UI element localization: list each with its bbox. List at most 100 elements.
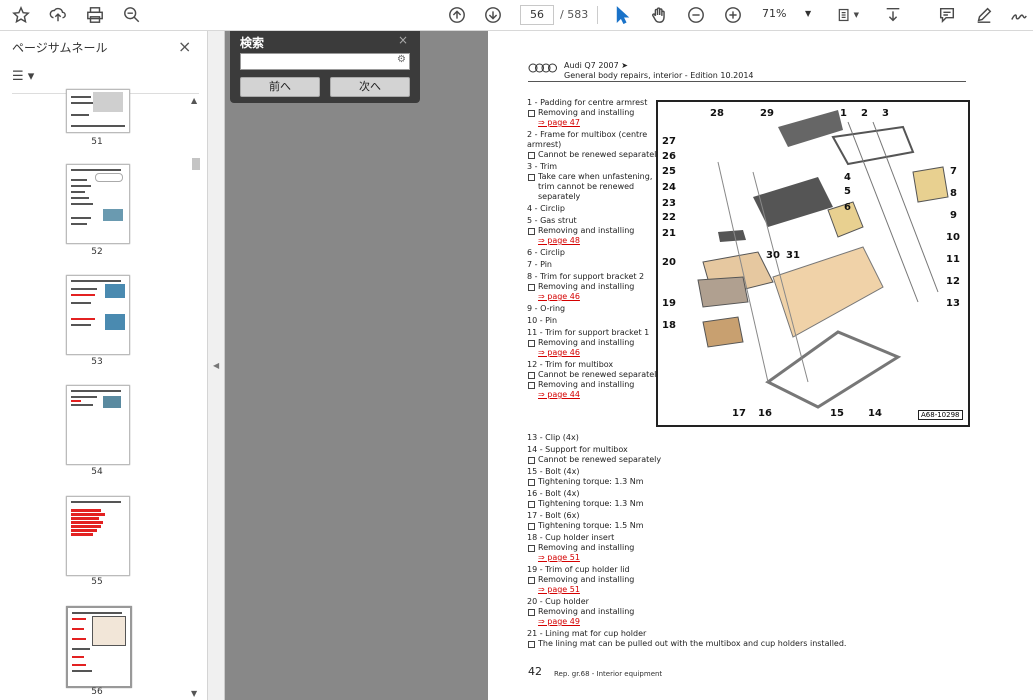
print-icon[interactable] [84, 4, 106, 26]
note-text: Removing and installing [538, 607, 635, 616]
page-thumbnail-current[interactable] [66, 606, 132, 688]
page-up-icon[interactable] [446, 4, 468, 26]
note-text: Removing and installing [538, 226, 635, 235]
list-item-note: Cannot be renewed separately [527, 150, 667, 160]
zoom-out-icon[interactable] [685, 4, 707, 26]
list-item-title: 21 - Lining mat for cup holder [527, 629, 647, 638]
pen-icon[interactable] [973, 4, 995, 26]
list-item-title: 9 - O-ring [527, 304, 566, 313]
list-item-note: Cannot be renewed separately [527, 370, 667, 380]
page-thumbnail[interactable] [66, 89, 130, 133]
list-item-note: Take care when unfastening, trim cannot … [527, 172, 667, 202]
hand-icon[interactable] [648, 4, 670, 26]
scroll-down-icon[interactable]: ▼ [191, 689, 198, 698]
note-text: The lining mat can be pulled out with th… [538, 639, 847, 648]
figure-label: 20 [662, 257, 676, 268]
figure-label: 19 [662, 298, 676, 309]
page-link[interactable]: ⇒ page 49 [538, 617, 580, 626]
figure-label: 26 [662, 151, 676, 162]
figure-label: 21 [662, 228, 676, 239]
list-item-title: 2 - Frame for multibox (centre armrest) [527, 130, 648, 149]
list-item-title: 16 - Bolt (4x) [527, 489, 580, 498]
note-text: Removing and installing [538, 575, 635, 584]
list-item: 17 - Bolt (6x)Tightening torque: 1.5 Nm [527, 511, 927, 531]
sign-icon[interactable] [1008, 4, 1030, 26]
page-link[interactable]: ⇒ page 47 [538, 118, 580, 127]
figure-label: 2 [861, 108, 868, 119]
select-cursor-icon[interactable] [611, 4, 633, 26]
collapse-arrow-icon[interactable]: ◀ [213, 361, 220, 370]
list-item: 10 - Pin [527, 316, 667, 326]
page-down-icon[interactable] [482, 4, 504, 26]
figure-label: 5 [844, 186, 851, 197]
list-item-title: 10 - Pin [527, 316, 558, 325]
list-item-note: Removing and installing⇒ page 49 [527, 607, 927, 627]
page-link[interactable]: ⇒ page 46 [538, 292, 580, 301]
list-item-note: Removing and installing⇒ page 48 [527, 226, 667, 246]
search-next-button[interactable]: 次へ [330, 77, 410, 97]
star-icon[interactable] [10, 4, 32, 26]
page-thumbnail[interactable] [66, 385, 130, 465]
page-link[interactable]: ⇒ page 48 [538, 236, 580, 245]
thumbnail-options-button[interactable]: ☰ ▾ [12, 69, 35, 84]
zoom-in-icon[interactable] [722, 4, 744, 26]
list-item-title: 12 - Trim for multibox [527, 360, 614, 369]
comment-icon[interactable] [936, 4, 958, 26]
thumbnail-page-number: 52 [91, 247, 103, 257]
search-panel: 検索 × ⚙ 前へ 次へ [230, 31, 420, 103]
page-thumbnail[interactable] [66, 164, 130, 244]
list-item-note: Removing and installing⇒ page 44 [527, 380, 667, 400]
list-item-note: Removing and installing⇒ page 47 [527, 108, 667, 128]
search-prev-button[interactable]: 前へ [240, 77, 320, 97]
zoom-search-icon[interactable] [121, 4, 143, 26]
list-item-title: 13 - Clip (4x) [527, 433, 579, 442]
page-link[interactable]: ⇒ page 51 [538, 553, 580, 562]
list-item-note: Removing and installing⇒ page 51 [527, 543, 927, 563]
figure-label: 29 [760, 108, 774, 119]
list-item: 7 - Pin [527, 260, 667, 270]
list-item-note: Tightening torque: 1.3 Nm [527, 499, 927, 509]
note-text: Tightening torque: 1.5 Nm [538, 521, 644, 530]
page-link[interactable]: ⇒ page 51 [538, 585, 580, 594]
page-thumbnail[interactable] [66, 496, 130, 576]
thumbnail-page-number: 51 [91, 137, 103, 147]
page-thumbnail[interactable] [66, 275, 130, 355]
zoom-select[interactable]: 71%▼ [762, 5, 817, 23]
document-subtitle: General body repairs, interior - Edition… [564, 71, 754, 80]
search-input[interactable]: ⚙ [240, 53, 410, 70]
page-header: Audi Q7 2007 ➤ General body repairs, int… [528, 61, 966, 82]
note-text: Removing and installing [538, 543, 635, 552]
note-text: Removing and installing [538, 380, 635, 389]
sidebar-scrollbar[interactable]: ▲ ▼ [190, 96, 202, 700]
list-item-note: Tightening torque: 1.3 Nm [527, 477, 927, 487]
gear-icon[interactable]: ⚙ [397, 54, 406, 65]
page-number-input[interactable]: 56 [520, 5, 554, 25]
close-icon[interactable]: × [398, 33, 409, 47]
scroll-mode-icon[interactable] [882, 4, 904, 26]
scroll-up-icon[interactable]: ▲ [191, 96, 198, 105]
sidebar-title: ページサムネール [12, 41, 108, 55]
thumbnail-page-number: 54 [91, 467, 103, 477]
list-item-title: 5 - Gas strut [527, 216, 577, 225]
figure-label: 16 [758, 408, 772, 419]
page-link[interactable]: ⇒ page 44 [538, 390, 580, 399]
page-link[interactable]: ⇒ page 46 [538, 348, 580, 357]
scrollbar-thumb[interactable] [192, 158, 200, 170]
close-icon[interactable]: × [178, 37, 192, 56]
zoom-value: 71% [762, 7, 787, 20]
figure-label: 24 [662, 182, 676, 193]
figure-label: 6 [844, 202, 851, 213]
upload-icon[interactable] [47, 4, 69, 26]
list-item-title: 19 - Trim of cup holder lid [527, 565, 630, 574]
list-item: 2 - Frame for multibox (centre armrest)C… [527, 130, 667, 160]
note-text: Take care when unfastening, trim cannot … [538, 172, 653, 201]
fit-page-icon[interactable]: ▼ [837, 4, 859, 26]
sidebar-splitter[interactable]: ◀ [208, 31, 225, 700]
